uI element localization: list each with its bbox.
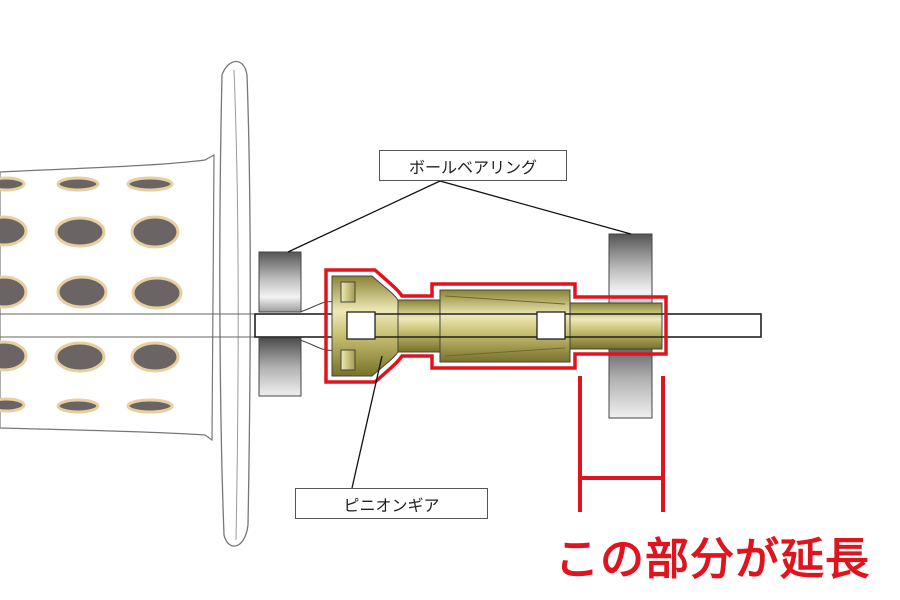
spool xyxy=(0,60,251,547)
leader-lines xyxy=(287,180,632,489)
extension-dimension-marker xyxy=(578,376,665,512)
pinion-gear xyxy=(299,275,663,377)
spool-holes xyxy=(0,176,183,414)
extension-caption: この部分が延長 xyxy=(555,534,870,585)
ball-bearing-label: ボールベアリング xyxy=(379,150,567,181)
spool-flange xyxy=(219,60,251,547)
left-ball-bearing xyxy=(258,251,302,397)
extension-highlight-outline xyxy=(324,268,668,384)
pinion-gear-label: ピニオンギア xyxy=(295,488,488,519)
right-ball-bearing xyxy=(608,233,653,419)
